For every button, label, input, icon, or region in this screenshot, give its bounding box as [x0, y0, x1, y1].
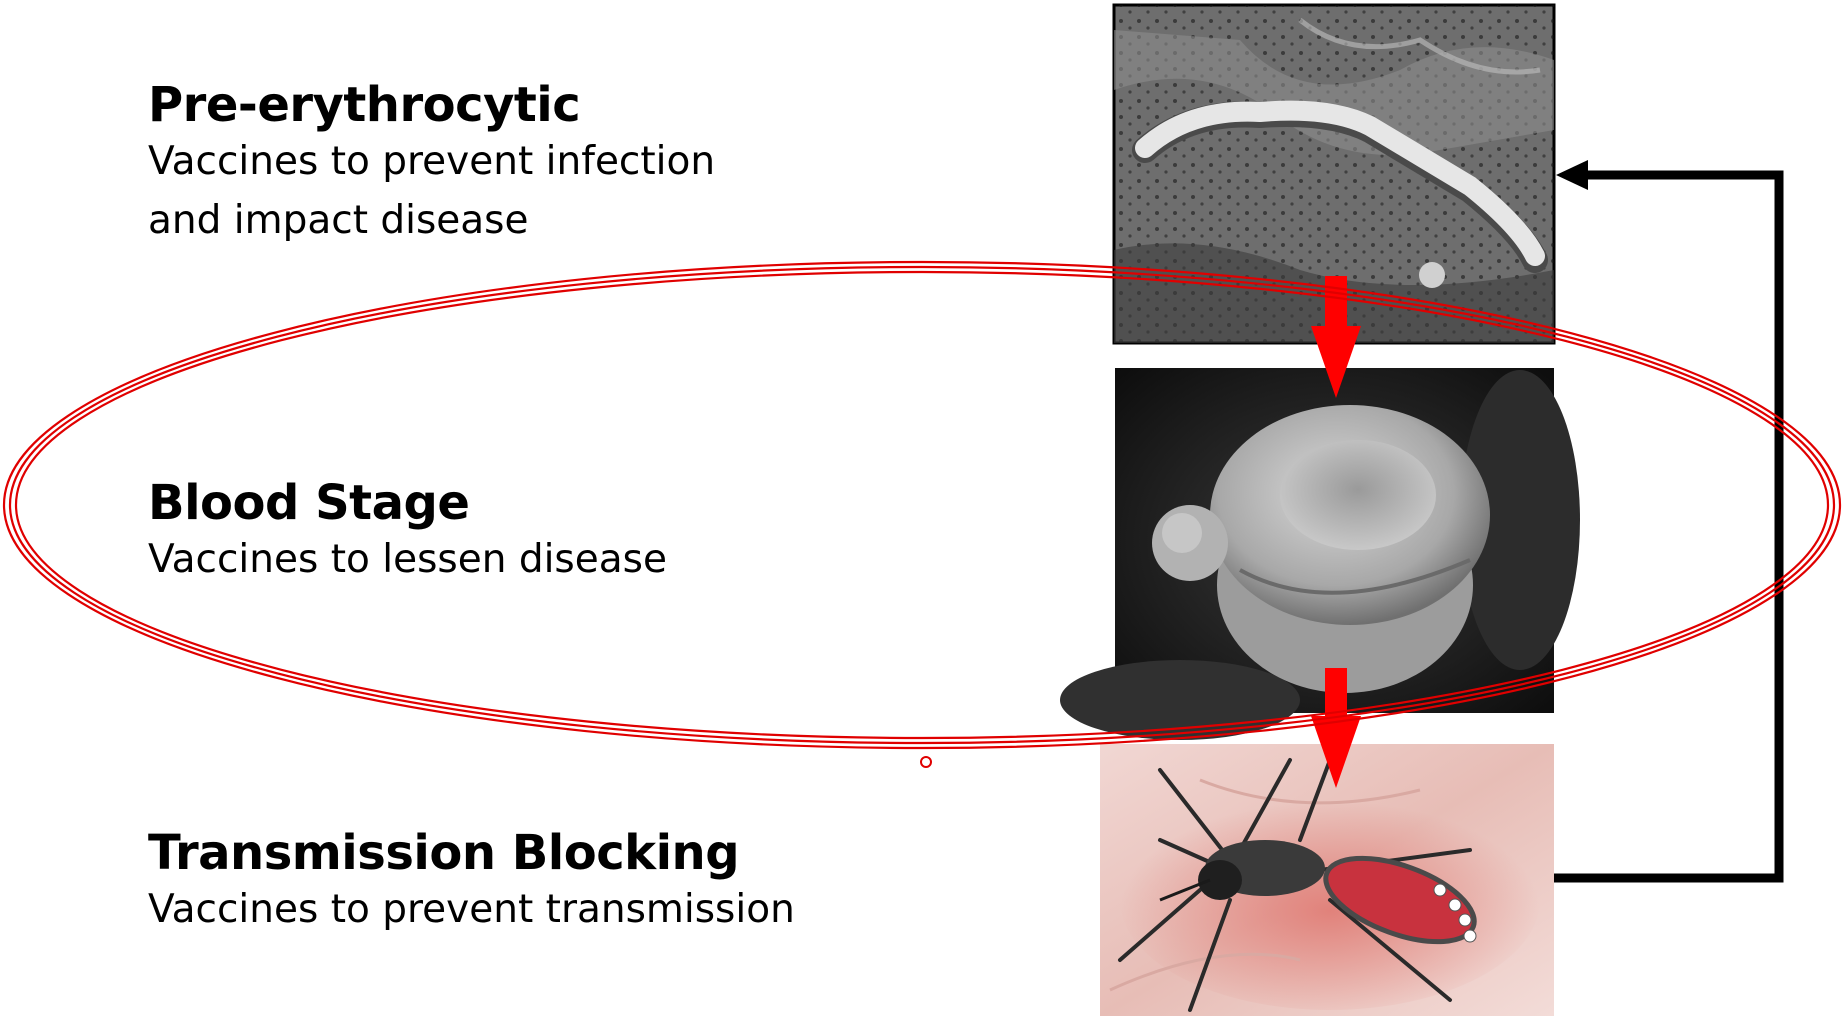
- stage-blood: Blood Stage Vaccines to lessen disease: [148, 476, 667, 590]
- stage-title: Transmission Blocking: [148, 826, 795, 881]
- stage-description: Vaccines to prevent infection and impact…: [148, 133, 715, 250]
- stage-transmission-blocking: Transmission Blocking Vaccines to preven…: [148, 826, 795, 940]
- stage-title: Pre-erythrocytic: [148, 78, 715, 133]
- mosquito-biting-photo: [1100, 744, 1554, 1016]
- stage-title: Blood Stage: [148, 476, 667, 531]
- stage-pre-erythrocytic: Pre-erythrocytic Vaccines to prevent inf…: [148, 78, 715, 250]
- stage-description: Vaccines to lessen disease: [148, 531, 667, 590]
- stage-description: Vaccines to prevent transmission: [148, 881, 795, 940]
- feedback-arrow: [1554, 160, 1779, 878]
